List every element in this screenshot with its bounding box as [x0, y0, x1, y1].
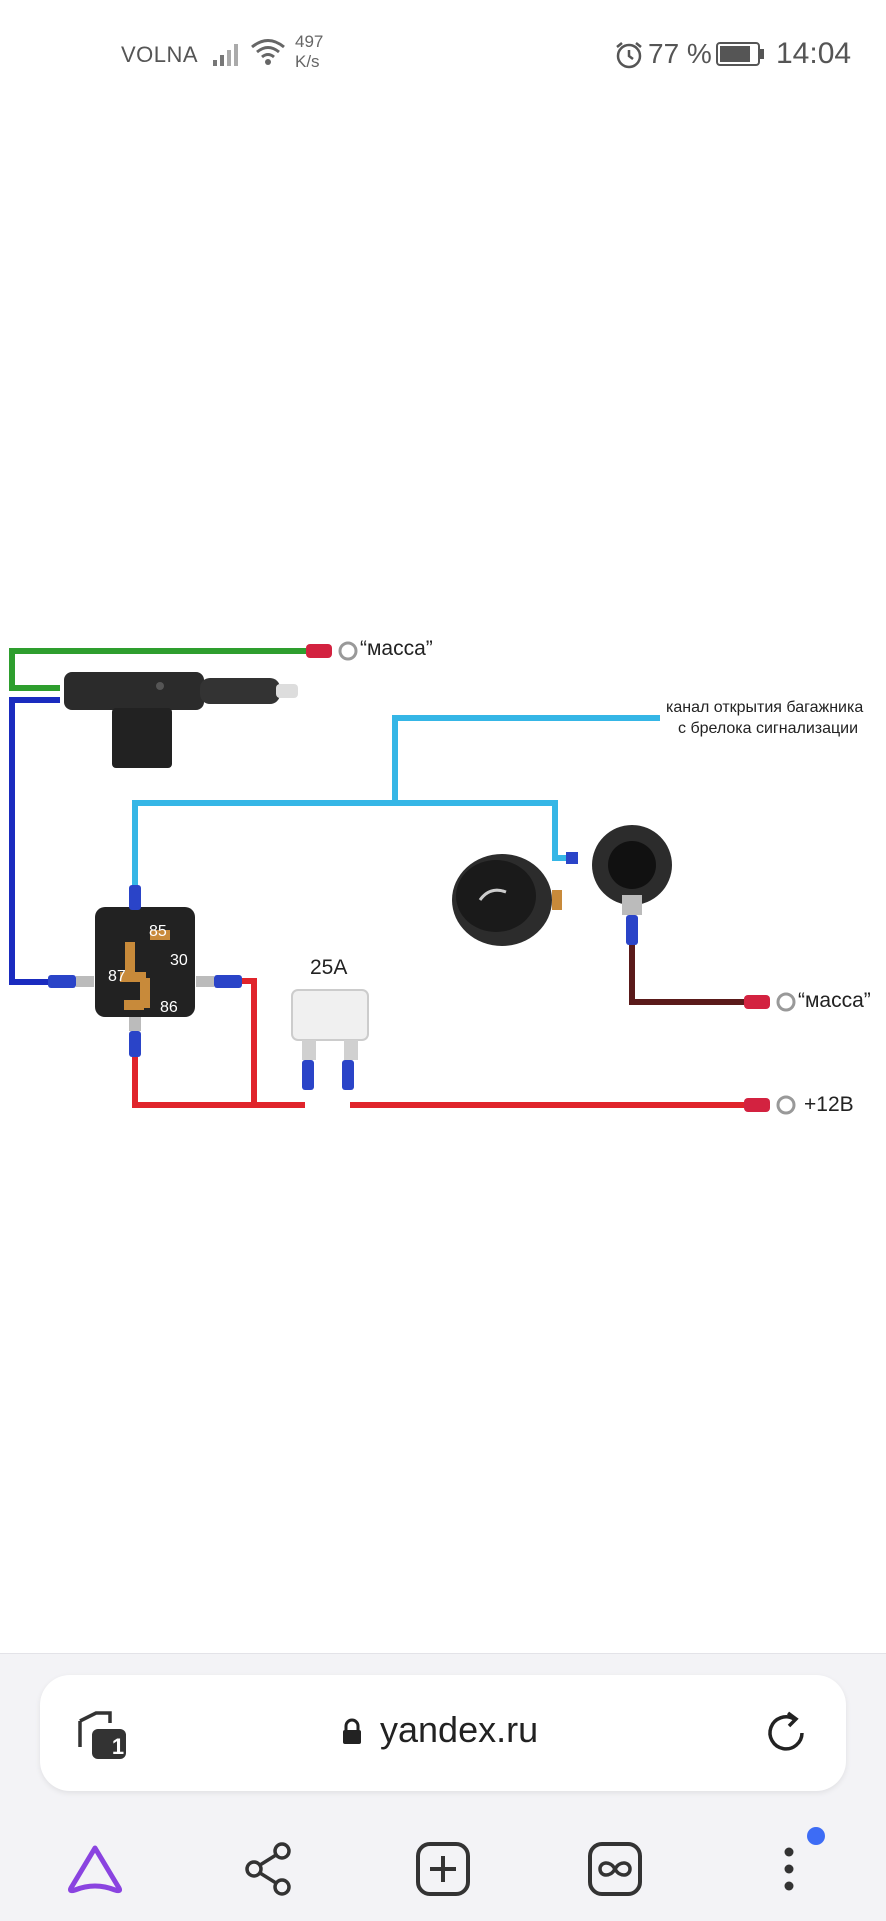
new-tab-button[interactable]: [408, 1834, 478, 1904]
tabs-icon: [78, 1711, 126, 1759]
collections-icon: [588, 1842, 642, 1896]
relay-pin-86: 86: [160, 999, 178, 1016]
limit-switch: [566, 825, 672, 945]
red-wire-bottom: [132, 1055, 305, 1108]
address-bar[interactable]: 1 yandex.ru: [40, 1675, 846, 1791]
label-ground-top: “масса”: [360, 637, 433, 660]
lock-actuator: [64, 672, 298, 768]
alice-icon: [68, 1845, 122, 1894]
url-text[interactable]: yandex.ru: [380, 1709, 539, 1750]
wiring-diagram-graphic: [9, 641, 796, 1115]
network-speed: 497 K/s: [295, 32, 323, 72]
green-wire: [9, 648, 320, 691]
menu-button[interactable]: [754, 1834, 824, 1904]
lock-icon: [343, 1718, 361, 1744]
label-plus-12v: +12В: [804, 1093, 854, 1116]
battery-icon: [716, 42, 764, 66]
browser-nav-bar: [0, 1820, 886, 1920]
fuse: [291, 989, 369, 1090]
dark-blue-wire: [9, 697, 60, 985]
notification-dot: [807, 1827, 825, 1845]
light-blue-wire-switch: [395, 800, 570, 861]
label-ground-right: “масса”: [798, 989, 871, 1012]
dark-red-wire: [629, 945, 752, 1005]
relay-pin-87: 87: [108, 968, 126, 985]
reload-icon[interactable]: [764, 1709, 808, 1755]
label-fuse-rating: 25A: [310, 956, 348, 979]
ring-terminal-right-ground: [744, 992, 796, 1012]
collections-button[interactable]: [580, 1834, 650, 1904]
relay-pin-85: 85: [149, 923, 167, 940]
menu-icon: [784, 1847, 794, 1891]
relay: [95, 907, 195, 1017]
wiring-diagram: “масса” канал открытия багажника с брело…: [0, 600, 886, 1160]
alarm-icon: [616, 42, 642, 69]
signal-icon: [213, 44, 238, 66]
speed-unit: K/s: [295, 52, 320, 71]
battery-percent: 77 %: [648, 38, 712, 69]
red-wire-relay: [218, 978, 257, 1105]
ring-terminal-top: [306, 641, 358, 661]
label-trunk-channel-1: канал открытия багажника: [666, 699, 864, 716]
label-trunk-channel-2: с брелока сигнализации: [678, 720, 859, 737]
status-bar: VOLNA 497 K/s 77 % 14:04: [0, 0, 886, 110]
share-icon: [245, 1842, 291, 1896]
clock-time: 14:04: [776, 37, 852, 70]
speed-value: 497: [295, 32, 324, 51]
ring-terminal-plus: [744, 1095, 796, 1115]
tabs-count: 1: [111, 1734, 125, 1759]
tabs-button[interactable]: 1: [76, 1709, 132, 1761]
wifi-icon: [251, 39, 285, 65]
share-button[interactable]: [233, 1834, 303, 1904]
trunk-button: [452, 854, 562, 946]
relay-connectors: [48, 885, 242, 1057]
carrier-name: VOLNA: [121, 42, 199, 67]
new-tab-icon: [416, 1842, 470, 1896]
alice-button[interactable]: [60, 1834, 130, 1904]
relay-pin-30: 30: [170, 952, 188, 969]
